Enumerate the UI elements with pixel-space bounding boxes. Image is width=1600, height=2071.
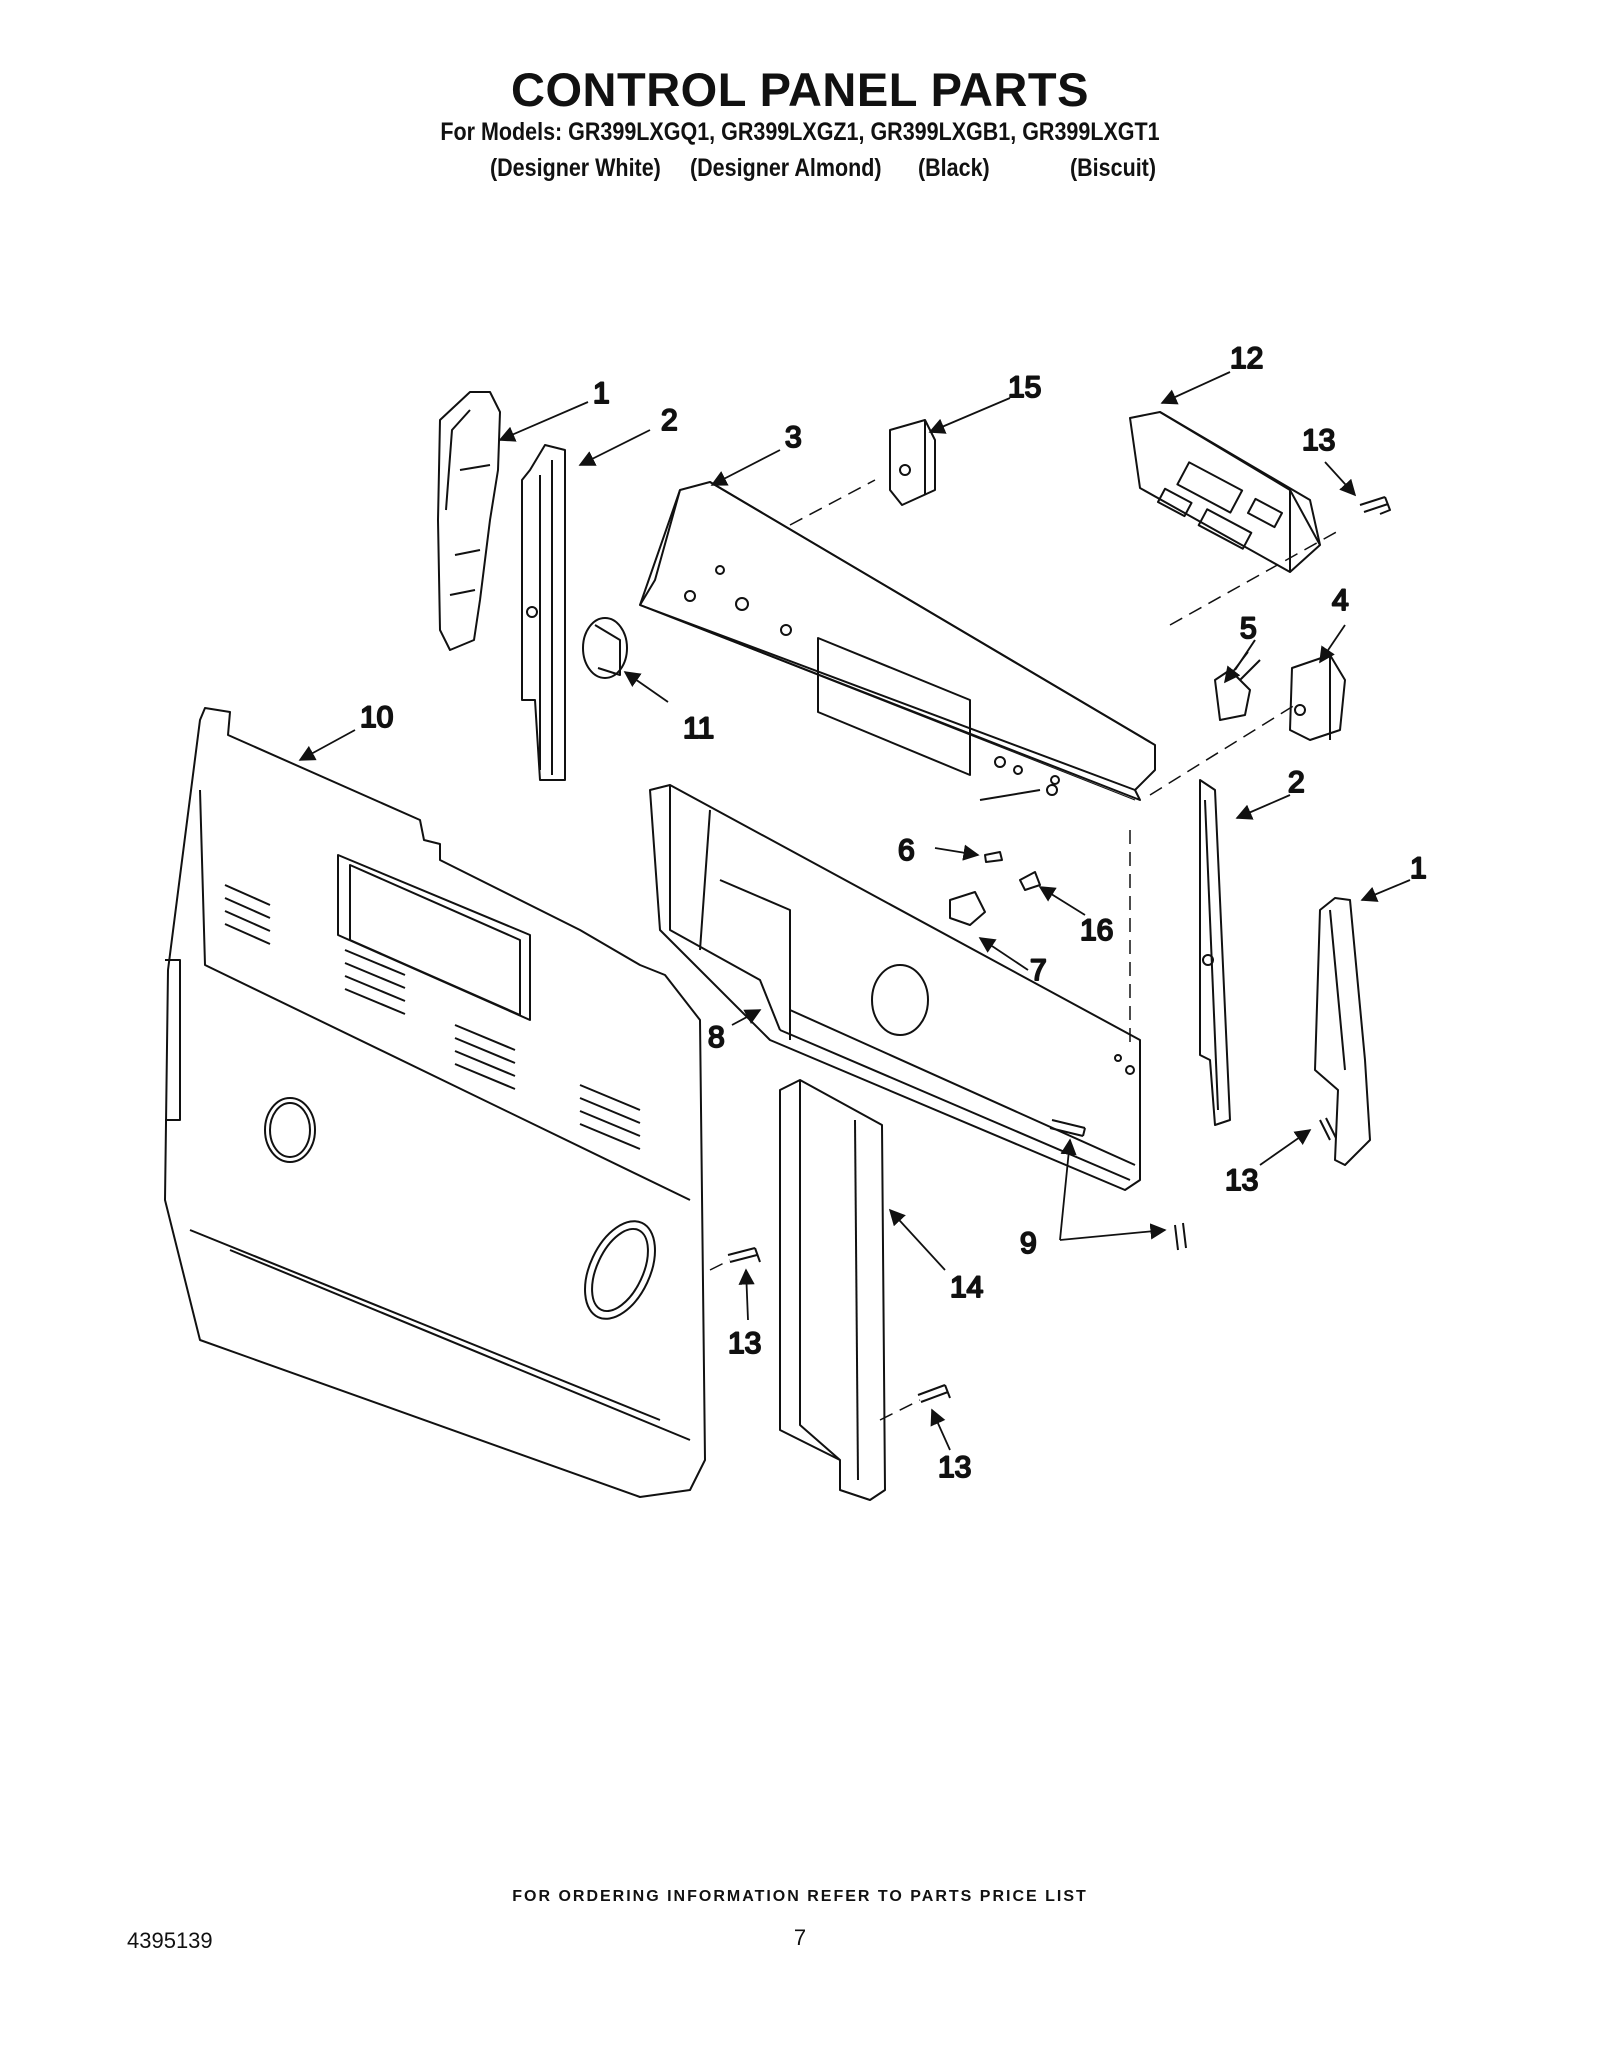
- part-8-lower-panel: [649, 784, 1141, 1191]
- callout-8: 8: [708, 1021, 725, 1054]
- part-10-rear-panel: [164, 707, 706, 1498]
- callout-13-left: 13: [728, 1327, 761, 1360]
- callout-3: 3: [785, 421, 802, 454]
- callout-15: 15: [1008, 371, 1041, 404]
- document-number: 4395139: [127, 1928, 213, 1953]
- part-1-left-trim: [437, 391, 501, 651]
- part-11-knob: [582, 617, 628, 679]
- part-5-wire-harness: [1214, 639, 1261, 721]
- page-title: CONTROL PANEL PARTS: [511, 63, 1089, 116]
- part-12-control-overlay: [1129, 411, 1321, 573]
- model-list: For Models: GR399LXGQ1, GR399LXGZ1, GR39…: [440, 118, 1160, 146]
- page-number: 7: [793, 1925, 807, 1950]
- alignment-lines: [709, 479, 1341, 1421]
- part-2-left-bracket: [521, 444, 566, 781]
- callout-16: 16: [1080, 914, 1113, 947]
- callout-13-right: 13: [1225, 1164, 1258, 1197]
- variant-designer-almond: (Designer Almond): [690, 154, 882, 182]
- callout-2-left: 2: [661, 404, 678, 437]
- part-15-switch: [889, 419, 936, 506]
- part-1-right-trim: [1314, 897, 1371, 1166]
- leader-arrows: [298, 371, 1411, 1451]
- ordering-note: FOR ORDERING INFORMATION REFER TO PARTS …: [512, 1888, 1088, 1905]
- callout-9: 9: [1020, 1227, 1037, 1260]
- part-4-switch: [1289, 654, 1346, 741]
- callout-11: 11: [683, 712, 714, 745]
- callout-12: 12: [1230, 342, 1263, 375]
- part-3-control-panel: [639, 481, 1156, 801]
- variant-biscuit: (Biscuit): [1070, 154, 1156, 182]
- callout-14: 14: [950, 1271, 983, 1304]
- callout-7: 7: [1030, 954, 1047, 987]
- callout-4: 4: [1332, 584, 1349, 617]
- callout-13-top: 13: [1302, 424, 1335, 457]
- callout-1-right: 1: [1410, 852, 1427, 885]
- callout-5: 5: [1240, 612, 1257, 645]
- variant-black: (Black): [918, 154, 990, 182]
- part-2-right-bracket: [1199, 779, 1231, 1126]
- callout-2-right: 2: [1288, 766, 1305, 799]
- callout-6: 6: [898, 834, 915, 867]
- part-14-lower-bracket: [779, 1079, 886, 1501]
- callout-1-left: 1: [593, 377, 610, 410]
- screw-parts: [727, 789, 1337, 1403]
- variant-designer-white: (Designer White): [490, 154, 661, 182]
- part-13-screw-top: [1359, 496, 1391, 515]
- callout-13-bottom: 13: [938, 1451, 971, 1484]
- callout-10: 10: [360, 701, 393, 734]
